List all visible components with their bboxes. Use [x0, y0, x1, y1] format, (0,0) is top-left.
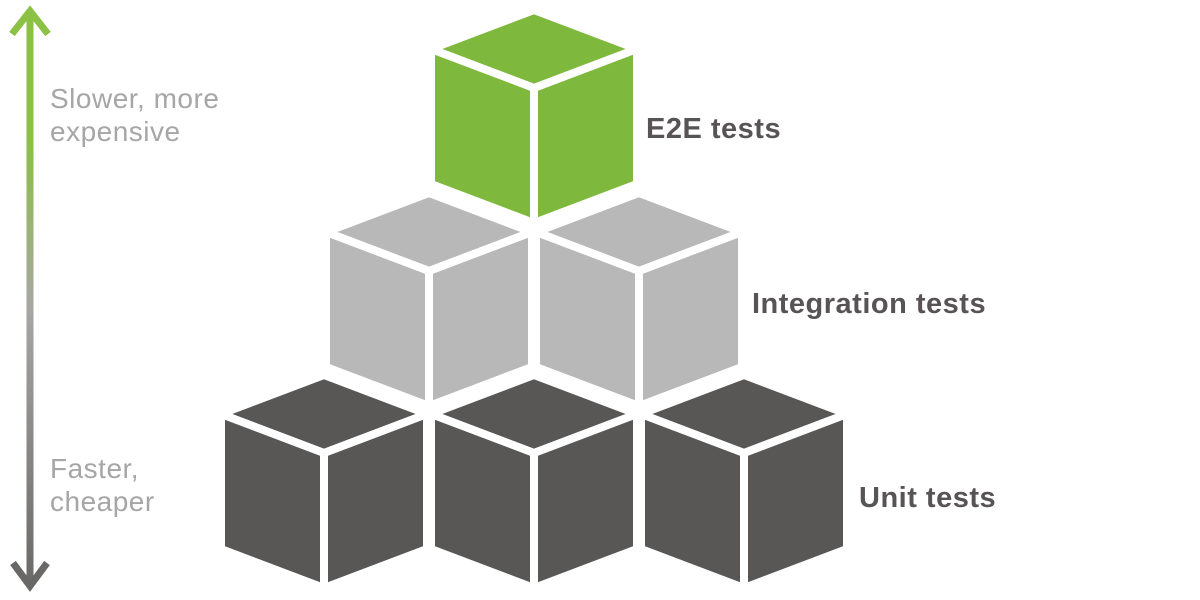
cube-unit-2: [419, 370, 649, 594]
pyramid-cubes: [209, 5, 859, 594]
arrow-head-down-icon: [10, 560, 50, 592]
cube-unit-1: [209, 370, 439, 594]
cube-face: [740, 408, 851, 594]
axis-label-line: cheaper: [50, 486, 155, 517]
cube-integration-1: [314, 188, 544, 412]
level-label-unit-tests: Unit tests: [859, 482, 997, 514]
axis-label-line: expensive: [50, 116, 181, 147]
axis-label-slower-expensive: Slower, more expensive: [50, 82, 219, 148]
cube-face: [635, 226, 746, 412]
pyramid-row-unit: [209, 370, 859, 594]
axis-label-faster-cheaper: Faster, cheaper: [50, 452, 155, 518]
cube-face: [530, 43, 641, 229]
arrow-head-up-icon: [9, 5, 51, 37]
cost-speed-axis-arrow: [9, 5, 51, 592]
axis-label-line: Slower, more: [50, 83, 220, 114]
axis-label-line: Faster,: [50, 453, 140, 484]
cube-integration-2: [524, 188, 754, 412]
cube-unit-3: [629, 370, 859, 594]
pyramid-row-integration: [314, 188, 754, 412]
level-label-integration-tests: Integration tests: [752, 288, 987, 320]
level-label-e2e-tests: E2E tests: [646, 113, 782, 145]
cube-e2e-1: [419, 5, 649, 229]
pyramid-row-e2e: [419, 5, 649, 229]
